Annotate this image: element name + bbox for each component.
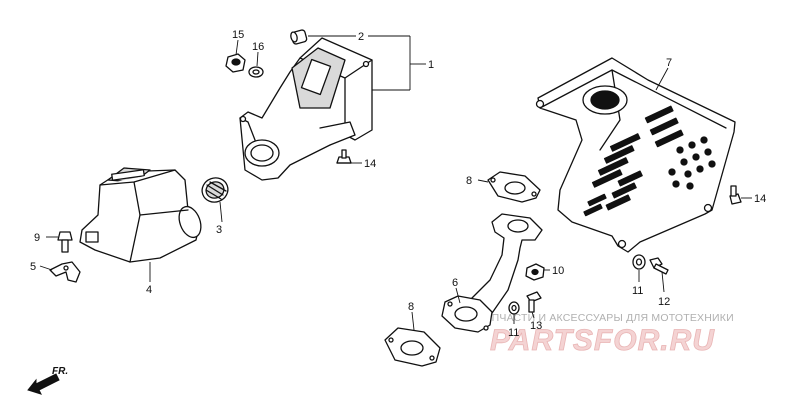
- watermark-logo: PARTSFOR.RU: [490, 324, 715, 357]
- part-7-cover: [535, 57, 736, 253]
- part-6-pipe: [441, 213, 543, 333]
- callout-15: 15: [232, 29, 244, 41]
- callout-11-lower: 11: [508, 327, 519, 339]
- part-10-nut: [525, 263, 545, 281]
- watermark: PARTSFOR.RU ЗАПЧАСТИ И АКСЕССУАРЫ ДЛЯ МО…: [478, 312, 734, 357]
- part-8-gasket-upper: [487, 171, 541, 203]
- part-16-washer: [248, 66, 264, 78]
- watermark-caption: ЗАПЧАСТИ И АКСЕССУАРЫ ДЛЯ МОТОТЕХНИКИ: [478, 312, 734, 324]
- callout-7: 7: [666, 57, 672, 69]
- front-direction-label: FR.: [52, 366, 68, 377]
- front-direction-indicator: FR.: [27, 366, 68, 395]
- part-5-clamp: [49, 261, 81, 283]
- part-8-gasket-lower: [384, 327, 441, 367]
- callout-2: 2: [358, 31, 364, 43]
- callout-9: 9: [34, 232, 40, 244]
- part-13-bolt: [526, 291, 542, 313]
- part-4-duct: [79, 167, 202, 263]
- callout-1: 1: [428, 59, 434, 71]
- callout-12: 12: [658, 296, 670, 308]
- callout-14-right: 14: [754, 193, 766, 205]
- callout-16: 16: [252, 41, 264, 53]
- part-1-bracket: [239, 37, 373, 181]
- callout-8-lower: 8: [408, 301, 414, 313]
- part-12-bolt: [649, 257, 669, 275]
- callout-11-right: 11: [632, 285, 643, 297]
- leader-lines: [39, 35, 752, 331]
- part-3-screen: [201, 177, 229, 203]
- part-15-nut: [225, 53, 246, 73]
- part-11-washer-lower: [508, 301, 520, 315]
- part-14-bolt-right: [729, 185, 742, 205]
- part-9-bolt: [57, 231, 73, 253]
- callout-8-upper: 8: [466, 175, 472, 187]
- callout-6: 6: [452, 277, 458, 289]
- callout-3: 3: [216, 224, 222, 236]
- callout-13: 13: [530, 320, 542, 332]
- part-14-bolt-left: [336, 149, 352, 164]
- part-2-collar: [290, 29, 308, 45]
- callout-4: 4: [146, 284, 152, 296]
- part-11-washer-right: [632, 254, 646, 270]
- callout-labels: 1 2 3 4 5 6 7 8 8 9 10 11 11 12 13 14 14…: [30, 29, 766, 339]
- front-arrow-icon: [27, 373, 60, 395]
- callout-14-left: 14: [364, 158, 376, 170]
- callout-10: 10: [552, 265, 564, 277]
- callout-5: 5: [30, 261, 36, 273]
